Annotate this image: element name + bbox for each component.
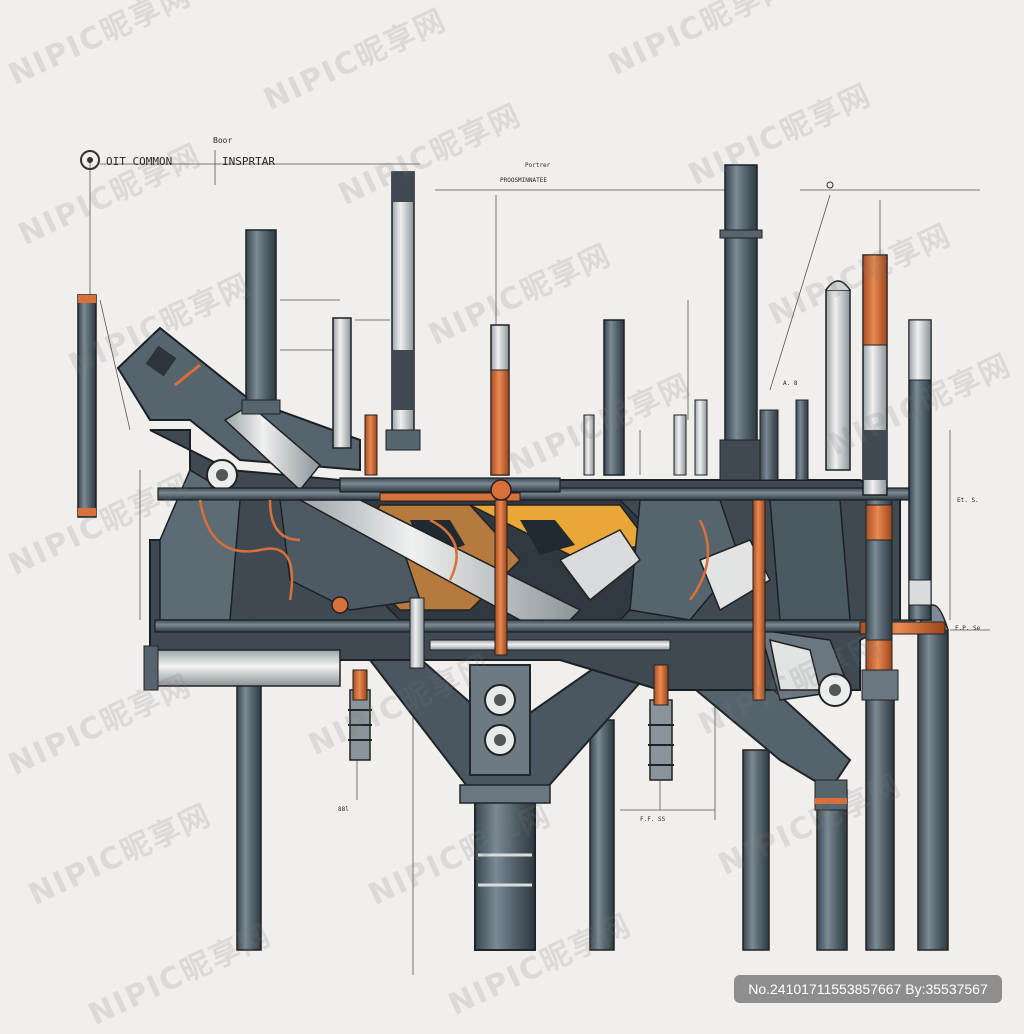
label-right-mid-note: F.P. Se	[955, 625, 981, 632]
label-right-note: Et. S.	[957, 497, 979, 504]
label-center-note-2: PROOSMINNATEE	[500, 177, 547, 184]
orange-wiring	[198, 499, 710, 601]
support-legs	[236, 604, 949, 951]
label-bottom-note-right: F.F. SS	[640, 816, 666, 823]
label-bottom-note-left: 88l	[338, 806, 349, 813]
watermark-id-badge: No.24101711553857667 By:35537567	[734, 975, 1002, 1003]
gauge-icon	[80, 150, 100, 170]
label-center-note-1: Portrer	[525, 162, 551, 169]
label-left-title: OIT COMMON	[106, 155, 173, 168]
vertical-stacks	[77, 164, 932, 701]
label-left-title-2: INSPRTAR	[222, 155, 275, 168]
angled-duct	[116, 326, 361, 492]
label-top-note: Boor	[213, 136, 233, 145]
lower-valves	[348, 664, 848, 811]
annotation-lines	[89, 150, 990, 975]
label-side-note: A. 8	[783, 380, 798, 387]
